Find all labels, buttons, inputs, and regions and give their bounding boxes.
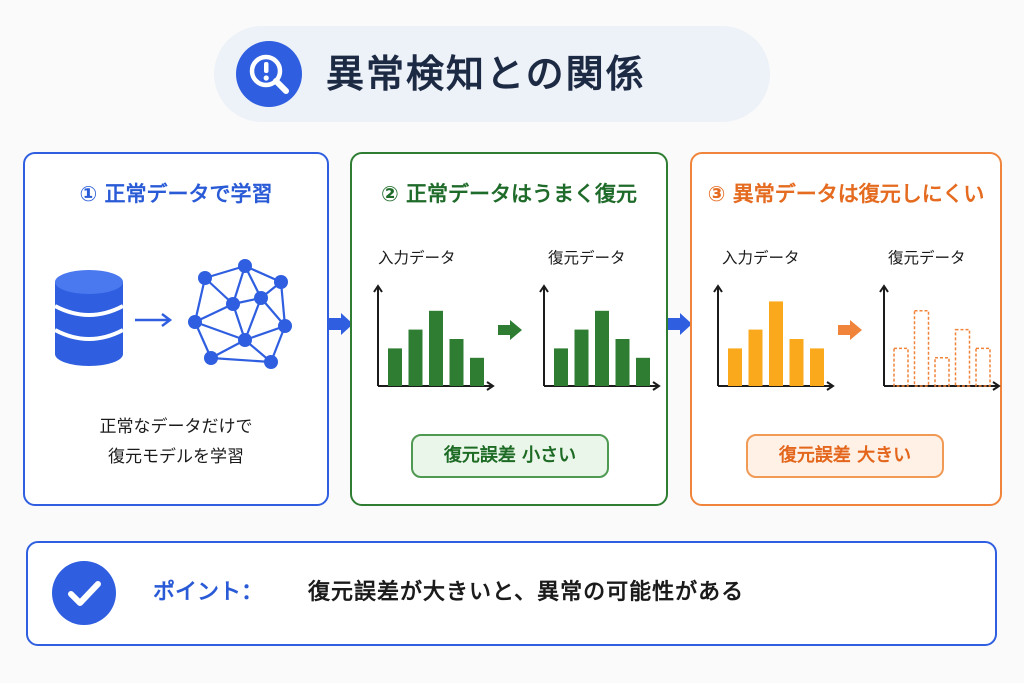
chart-bar bbox=[449, 339, 464, 386]
point-label: ポイント： bbox=[153, 580, 264, 605]
chart-bar bbox=[769, 301, 783, 386]
step-2-output-label: 復元データ bbox=[548, 249, 626, 267]
chart-bar bbox=[429, 310, 443, 386]
arrow-right-icon bbox=[135, 313, 173, 327]
chart-bar bbox=[954, 328, 971, 387]
chart-bar bbox=[408, 329, 423, 386]
step-3-card: ③ 異常データは復元しにくい 入力データ 復元データ 復元誤差 大きい bbox=[690, 152, 1002, 506]
step-3-output-label: 復元データ bbox=[888, 249, 966, 267]
page-title: 異常検知との関係 bbox=[326, 52, 646, 96]
neural-network-icon bbox=[188, 259, 292, 369]
step-3-output-chart bbox=[879, 284, 1001, 391]
chart-bar bbox=[615, 339, 630, 386]
step-3-arrow-icon bbox=[838, 320, 862, 340]
step-arrow-icon bbox=[329, 313, 353, 335]
database-icon bbox=[54, 270, 124, 366]
chart-bar bbox=[975, 347, 991, 387]
step-2-input-chart bbox=[373, 284, 495, 391]
step-1-description-line-2: 復元モデルを学習 bbox=[108, 447, 244, 467]
step-2-card: ② 正常データはうまく復元 入力データ 復元データ 復元誤差 小さい bbox=[350, 152, 668, 506]
x-axis-arrow bbox=[652, 381, 661, 391]
step-1-title: ① 正常データで学習 bbox=[79, 182, 273, 206]
chart-bar bbox=[574, 329, 589, 386]
step-2-input-label: 入力データ bbox=[378, 249, 456, 267]
step-2-error-badge: 復元誤差 小さい bbox=[411, 434, 609, 478]
step-arrow-icon bbox=[668, 313, 692, 335]
x-axis-arrow bbox=[826, 381, 835, 391]
step-1-card: ① 正常データで学習 正常なデータだけで bbox=[23, 152, 329, 506]
chart-bar bbox=[595, 310, 609, 386]
y-axis-arrow bbox=[713, 284, 723, 293]
step-2-title: ② 正常データはうまく復元 bbox=[380, 182, 638, 206]
point-text: 復元誤差が大きいと、異常の可能性がある bbox=[308, 580, 745, 605]
step-3-error-badge: 復元誤差 大きい bbox=[746, 434, 944, 478]
y-axis-arrow bbox=[373, 284, 383, 293]
title-pill: 異常検知との関係 bbox=[214, 26, 770, 122]
chart-bar bbox=[636, 357, 650, 386]
step-1-description: 正常なデータだけで 復元モデルを学習 bbox=[25, 412, 327, 472]
point-box: ポイント： 復元誤差が大きいと、異常の可能性がある bbox=[26, 541, 997, 646]
chart-bar bbox=[893, 347, 909, 387]
y-axis-arrow bbox=[879, 284, 889, 293]
chart-bar bbox=[748, 329, 763, 386]
chart-bar bbox=[789, 339, 804, 386]
x-axis-arrow bbox=[992, 381, 1001, 391]
check-circle-icon bbox=[52, 561, 116, 625]
search-alert-icon bbox=[236, 41, 302, 107]
x-axis-arrow bbox=[486, 381, 495, 391]
chart-bar bbox=[554, 348, 568, 386]
step-2-arrow-icon bbox=[498, 320, 522, 340]
step-1-description-line-1: 正常なデータだけで bbox=[99, 417, 253, 437]
step-2-output-chart bbox=[539, 284, 661, 391]
step-3-input-label: 入力データ bbox=[722, 249, 800, 267]
chart-bar bbox=[913, 310, 930, 387]
step-3-title: ③ 異常データは復元しにくい bbox=[707, 182, 985, 206]
step-3-input-chart bbox=[713, 284, 835, 391]
chart-bar bbox=[934, 357, 950, 387]
y-axis-arrow bbox=[539, 284, 549, 293]
chart-bar bbox=[388, 348, 402, 386]
chart-bar bbox=[728, 348, 742, 386]
chart-bar bbox=[810, 348, 824, 386]
chart-bar bbox=[470, 357, 484, 386]
